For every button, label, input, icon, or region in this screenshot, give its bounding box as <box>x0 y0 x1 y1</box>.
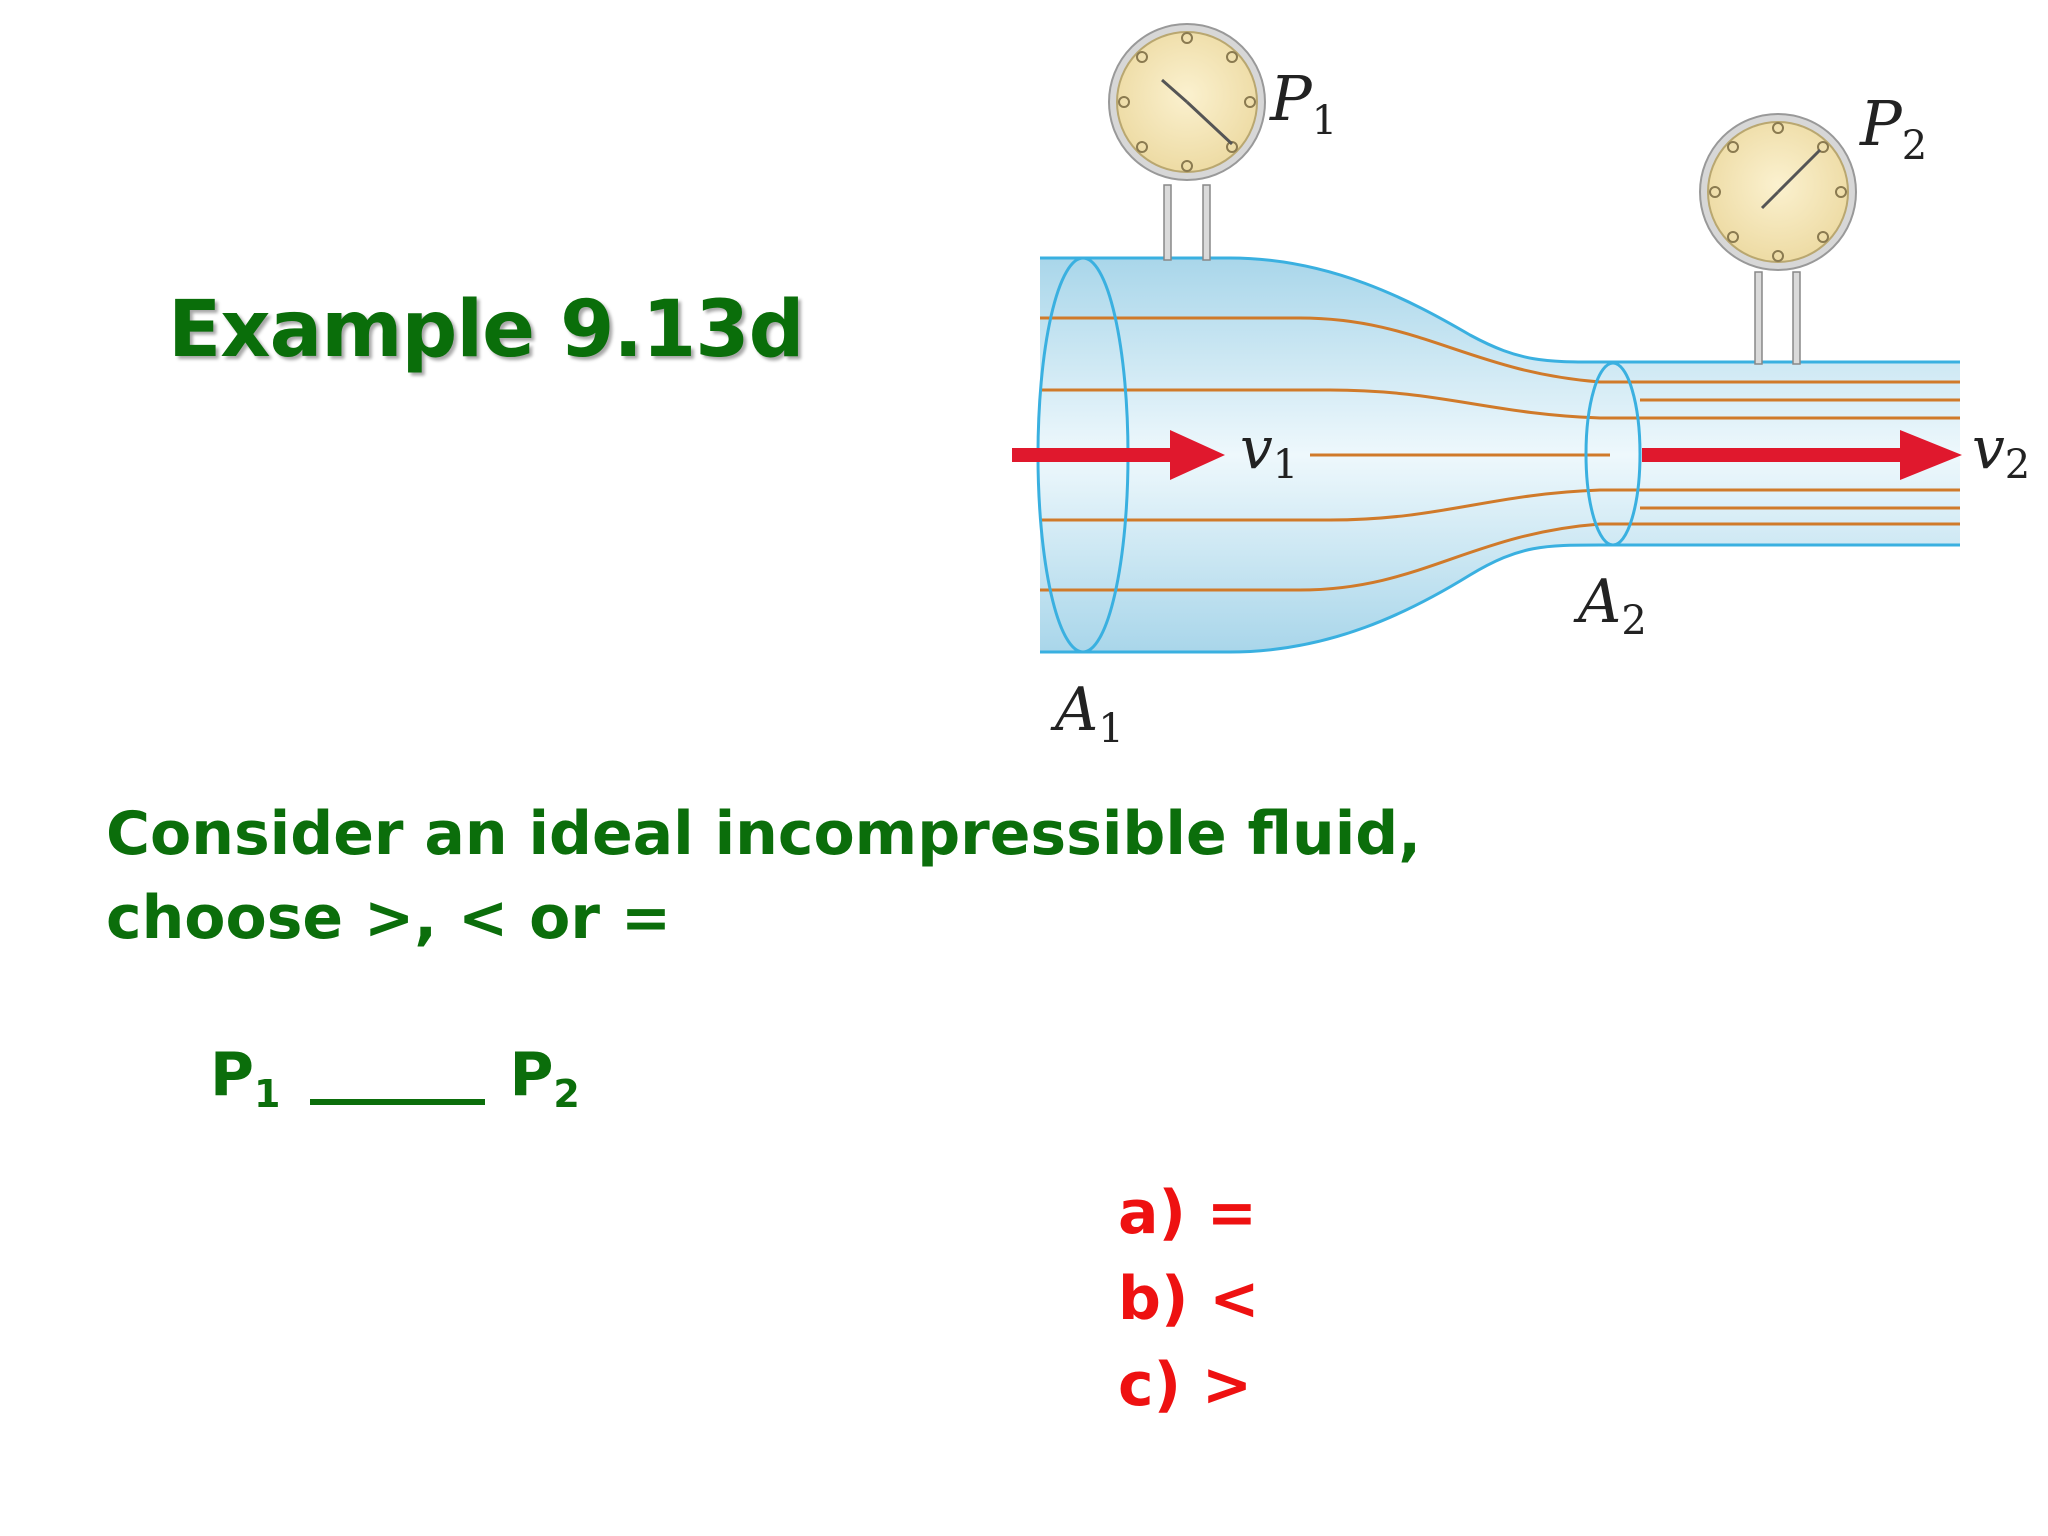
v2-arrow <box>1642 430 1962 480</box>
answer-blank-line <box>310 1099 486 1105</box>
compare-left: P <box>210 1040 254 1110</box>
v1-arrow <box>1012 430 1225 480</box>
streamline <box>1040 388 1960 420</box>
answer-choices: a) = b) < c) > <box>1118 1170 1260 1428</box>
question-text: Consider an ideal incompressible fluid, … <box>106 792 1421 960</box>
pipe-top-outline <box>1040 256 1960 364</box>
choice-c: c) > <box>1118 1350 1253 1420</box>
question-line-2: choose >, < or = <box>106 883 672 953</box>
label-v1: v1 <box>1240 414 1298 488</box>
streamline <box>1040 316 1960 384</box>
question-line-1: Consider an ideal incompressible fluid, <box>106 799 1422 869</box>
label-p1: P1 <box>1269 62 1337 144</box>
label-a2: A2 <box>1573 567 1647 644</box>
pressure-gauge-p2 <box>1699 113 1857 365</box>
streamline <box>1040 522 1960 592</box>
streamlines <box>1040 316 1960 592</box>
compare-right-sub: 2 <box>553 1072 580 1116</box>
choice-a: a) = <box>1118 1178 1258 1248</box>
slide-title: Example 9.13d <box>168 285 804 375</box>
choice-b: b) < <box>1118 1264 1260 1334</box>
compare-left-sub: 1 <box>253 1072 281 1116</box>
label-p2: P2 <box>1859 87 1927 169</box>
label-a1: A1 <box>1050 675 1124 752</box>
label-v2: v2 <box>1972 414 2030 488</box>
pressure-gauge-p1 <box>1108 23 1266 261</box>
pipe-bottom-outline <box>1040 543 1960 654</box>
streamline <box>1040 488 1960 522</box>
cross-section-a2 <box>1584 361 1642 547</box>
compare-right: P <box>509 1040 554 1110</box>
